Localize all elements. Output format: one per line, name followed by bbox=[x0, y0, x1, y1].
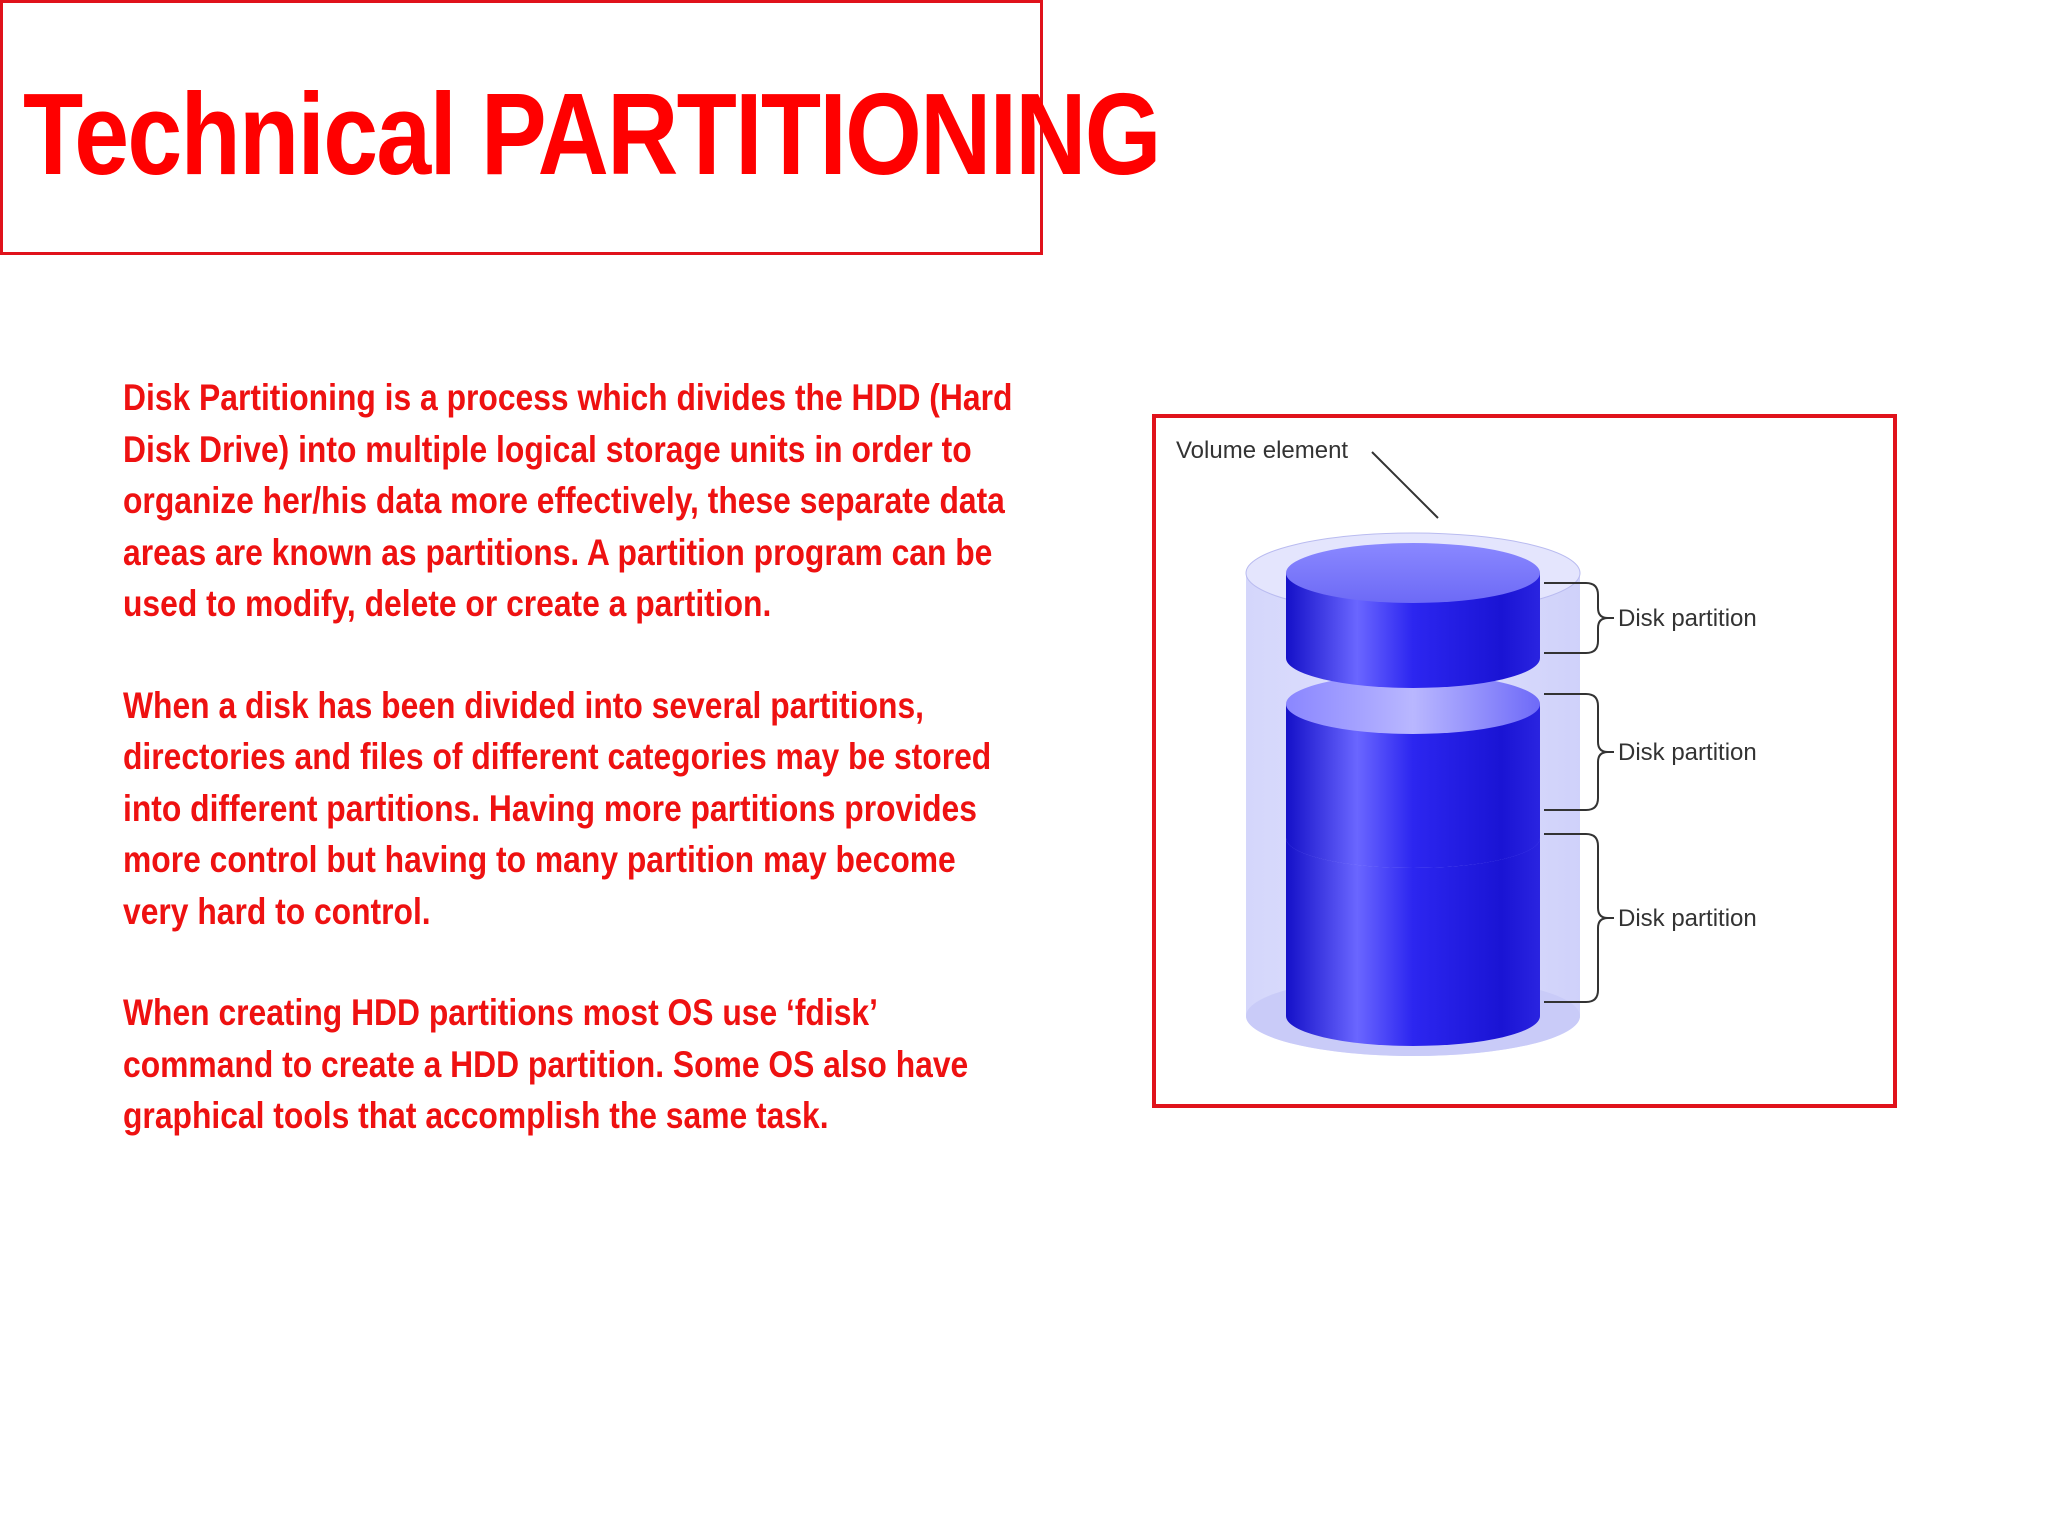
partition-diagram: Volume element Disk partition Disk parti… bbox=[1152, 414, 1897, 1108]
disk-partition-top bbox=[1286, 543, 1540, 688]
page-title: Technical PARTITIONING bbox=[23, 69, 1162, 199]
title-box: Technical PARTITIONING bbox=[0, 0, 1162, 255]
paragraph-definition: Disk Partitioning is a process which div… bbox=[123, 377, 1013, 624]
disk-partition-label-top: Disk partition bbox=[1618, 605, 1757, 632]
disk-partition-middle bbox=[1286, 674, 1540, 868]
volume-leader-line bbox=[1371, 451, 1439, 519]
paragraph-tools: When creating HDD partitions most OS use… bbox=[123, 992, 969, 1136]
disk-partition-illustration: Volume element Disk partition Disk parti… bbox=[1176, 437, 1757, 1056]
partition-brackets bbox=[1544, 582, 1614, 1003]
disk-partition-label-middle: Disk partition bbox=[1618, 739, 1757, 766]
disk-partition-label-bottom: Disk partition bbox=[1618, 905, 1757, 932]
body-text: Disk Partitioning is a process which div… bbox=[123, 372, 1063, 1192]
volume-element-label: Volume element bbox=[1176, 437, 1348, 464]
paragraph-benefits: When a disk has been divided into severa… bbox=[123, 684, 992, 932]
